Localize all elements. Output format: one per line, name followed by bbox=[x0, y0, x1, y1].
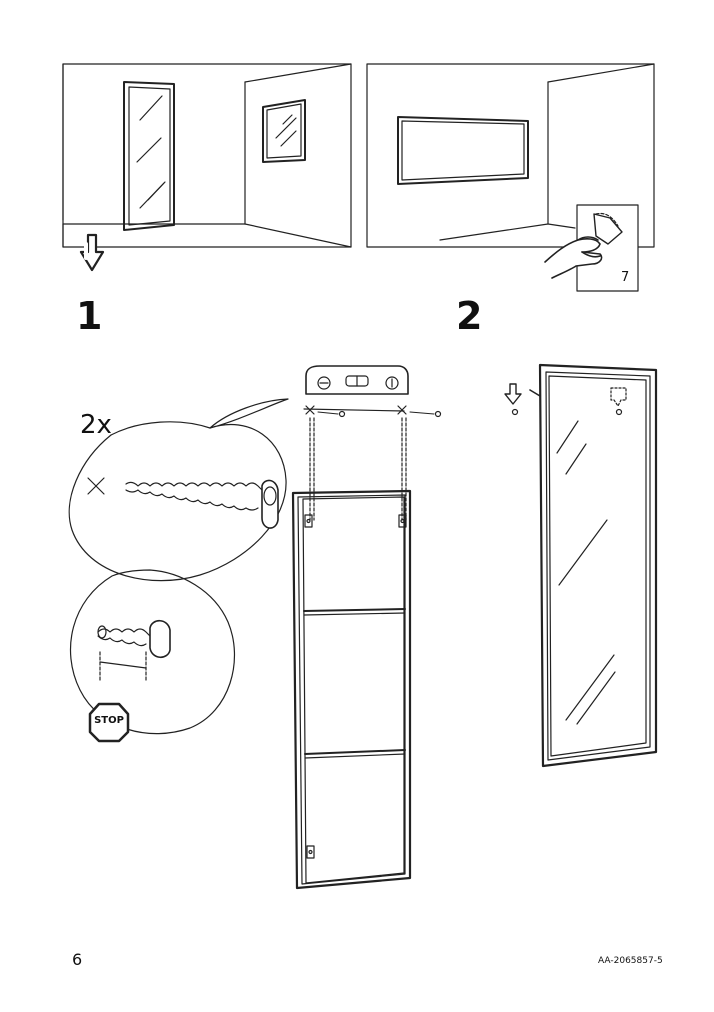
wall-mark-guides bbox=[303, 405, 442, 521]
page-number: 6 bbox=[72, 950, 83, 969]
small-mirror-on-wall bbox=[262, 99, 306, 163]
screw-quantity-label: 2x bbox=[80, 410, 112, 440]
small-arrow-down-icon bbox=[504, 383, 522, 405]
page-reference-number: 7 bbox=[621, 270, 630, 285]
screw-detail-callout bbox=[68, 398, 289, 582]
hand-peeling-icon bbox=[544, 236, 603, 279]
horizontal-mirror-on-wall bbox=[397, 116, 529, 185]
mirror-hung bbox=[504, 363, 658, 768]
step-2-room-panel bbox=[366, 63, 655, 292]
document-code: AA-2065857-5 bbox=[598, 956, 663, 966]
stop-label: STOP bbox=[94, 715, 124, 726]
arrow-down-icon bbox=[79, 233, 105, 272]
screw-depth-callout bbox=[69, 569, 236, 743]
step-2-number: 2 bbox=[456, 294, 483, 338]
step-1-number: 1 bbox=[76, 294, 103, 338]
tall-mirror-on-wall bbox=[123, 81, 175, 231]
screw-icon bbox=[87, 477, 279, 529]
stop-sign-icon bbox=[88, 702, 130, 743]
step-1-room-panel bbox=[62, 63, 352, 272]
spirit-level-icon bbox=[305, 365, 409, 395]
mirror-frame-back bbox=[291, 489, 412, 890]
